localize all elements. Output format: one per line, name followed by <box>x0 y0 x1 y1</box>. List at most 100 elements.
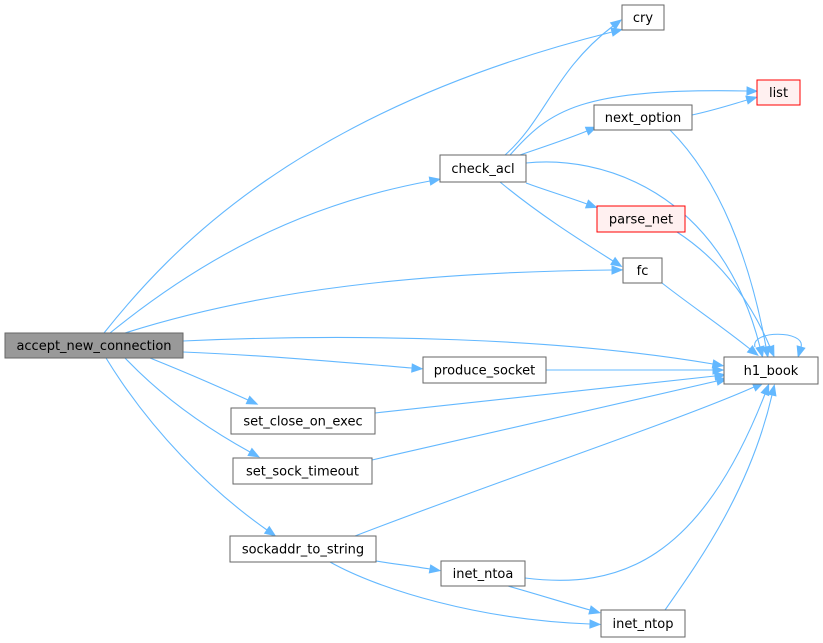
arrowhead <box>588 605 601 615</box>
node-accept-new-connection[interactable]: accept_new_connection <box>4 332 184 359</box>
node-label: fc <box>637 264 649 279</box>
arrowhead <box>746 86 759 96</box>
edge-line <box>124 357 251 453</box>
edge-inet_ntop-to-h1_book <box>664 383 777 611</box>
node-inet-ntop[interactable]: inet_ntop <box>600 609 686 638</box>
node-parse-net[interactable]: parse_net <box>596 205 686 233</box>
node-box <box>600 609 686 638</box>
node-label: set_close_on_exec <box>243 415 362 430</box>
node-h1-book[interactable]: h1_book <box>723 356 819 385</box>
node-label: sockaddr_to_string <box>242 543 364 558</box>
arrowhead <box>760 383 770 397</box>
node-label: next_option <box>605 111 681 126</box>
edge-line <box>374 375 716 414</box>
edge-line <box>509 90 748 156</box>
edge-accept_new_connection-to-h1_book <box>182 336 725 369</box>
edge-line <box>669 129 767 348</box>
edge-next_option-to-h1_book <box>669 129 771 359</box>
node-produce-socket[interactable]: produce_socket <box>422 356 547 384</box>
node-box <box>440 560 526 587</box>
node-list[interactable]: list <box>756 79 801 106</box>
nodes-layer: accept_new_connection cry list next_optionc… <box>4 4 819 638</box>
node-label: check_acl <box>451 162 514 177</box>
arrowhead <box>765 344 775 358</box>
edge-check_acl-to-next_option <box>519 126 598 156</box>
node-set-sock-timeout[interactable]: set_sock_timeout <box>232 457 373 485</box>
node-set-close-on-exec[interactable]: set_close_on_exec <box>230 407 376 435</box>
edge-accept_new_connection-to-set_close_on_exec <box>149 357 259 405</box>
node-inet-ntoa[interactable]: inet_ntoa <box>440 560 526 587</box>
edge-line <box>519 130 588 156</box>
edge-check_acl-to-parse_net <box>525 182 598 209</box>
edge-fc-to-h1_book <box>661 282 759 357</box>
arrowhead <box>796 345 806 358</box>
edge-line <box>676 231 771 348</box>
arrowhead <box>584 199 598 209</box>
node-box <box>229 535 377 563</box>
arrowhead <box>767 383 777 397</box>
edge-h1_book-to-h1_book <box>754 333 806 358</box>
arrowhead <box>711 359 725 369</box>
edge-line <box>124 269 613 334</box>
arrowhead <box>245 395 259 405</box>
edge-line <box>182 351 413 369</box>
arrowhead <box>428 176 442 186</box>
edge-line <box>661 282 751 350</box>
edge-produce_socket-to-h1_book <box>545 365 725 375</box>
node-box <box>439 154 527 183</box>
edge-accept_new_connection-to-check_acl <box>109 176 442 334</box>
node-fc[interactable]: fc <box>622 257 663 284</box>
edge-line <box>149 357 249 401</box>
edge-line <box>105 357 268 531</box>
edge-line <box>329 561 591 625</box>
node-cry[interactable]: cry <box>621 4 665 31</box>
arrowhead <box>745 95 758 105</box>
node-label: inet_ntop <box>613 617 674 632</box>
edge-line <box>524 393 766 581</box>
edge-accept_new_connection-to-set_sock_timeout <box>124 357 260 458</box>
node-label: produce_socket <box>434 364 535 379</box>
node-box <box>232 457 373 485</box>
edge-line <box>103 31 613 334</box>
node-label: accept_new_connection <box>16 339 171 354</box>
edge-line <box>754 333 802 348</box>
edge-inet_ntoa-to-h1_book <box>524 383 770 581</box>
node-label: cry <box>633 11 653 26</box>
arrowhead <box>263 525 277 537</box>
edge-line <box>504 25 614 156</box>
node-label: inet_ntoa <box>453 567 514 582</box>
edge-line <box>525 182 588 205</box>
arrowhead <box>611 265 624 275</box>
node-box <box>621 4 665 31</box>
node-label: list <box>769 86 788 101</box>
edge-accept_new_connection-to-cry <box>103 27 623 334</box>
node-box <box>596 205 686 233</box>
edge-sockaddr_to_string-to-h1_book <box>354 382 765 537</box>
arrowhead <box>610 256 623 268</box>
node-sockaddr-to-string[interactable]: sockaddr_to_string <box>229 535 377 563</box>
node-box <box>422 356 547 384</box>
arrowhead <box>247 447 260 458</box>
edge-line <box>375 560 431 570</box>
node-check-acl[interactable]: check_acl <box>439 154 527 183</box>
edge-line <box>507 585 591 611</box>
node-box <box>4 332 184 359</box>
edge-check_acl-to-cry <box>504 19 623 156</box>
edge-inet_ntoa-to-inet_ntop <box>507 585 601 615</box>
edge-line <box>664 394 773 611</box>
edge-line <box>691 99 748 116</box>
node-next-option[interactable]: next_option <box>593 104 693 131</box>
edge-sockaddr_to_string-to-inet_ntop <box>329 561 602 629</box>
node-box <box>756 79 801 106</box>
arrowhead <box>755 345 765 358</box>
edge-parse_net-to-h1_book <box>676 231 775 358</box>
edge-sockaddr_to_string-to-inet_ntoa <box>375 560 442 574</box>
arrowhead <box>411 363 424 373</box>
node-box <box>622 257 663 284</box>
edge-next_option-to-list <box>691 95 758 116</box>
edge-line <box>525 161 761 348</box>
edge-check_acl-to-h1_book <box>525 161 765 358</box>
edge-check_acl-to-list <box>509 86 759 156</box>
edge-accept_new_connection-to-produce_socket <box>182 351 424 373</box>
